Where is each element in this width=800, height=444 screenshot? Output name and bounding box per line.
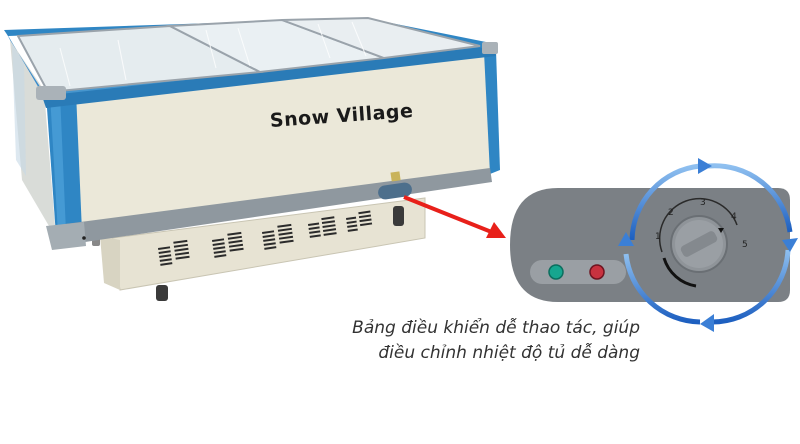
feature-caption: Bảng điều khiển dễ thao tác, giúp điều c… xyxy=(352,316,640,366)
temperature-dial xyxy=(658,197,738,288)
caption-line-2: điều chỉnh nhiệt độ tủ dễ dàng xyxy=(378,343,640,363)
dial-label-3: 3 xyxy=(700,198,706,208)
green-indicator-light xyxy=(548,264,564,280)
dial-label-1: 1 xyxy=(655,232,661,242)
dial-label-5: 5 xyxy=(742,240,748,250)
dial-label-2: 2 xyxy=(668,208,674,218)
dial-label-4: 4 xyxy=(731,212,737,222)
red-indicator-light xyxy=(589,264,605,280)
vent-grilles xyxy=(158,210,373,266)
casters xyxy=(92,206,404,301)
caption-line-1: Bảng điều khiển dễ thao tác, giúp xyxy=(352,318,640,338)
rotation-arrows-icon xyxy=(623,163,793,325)
